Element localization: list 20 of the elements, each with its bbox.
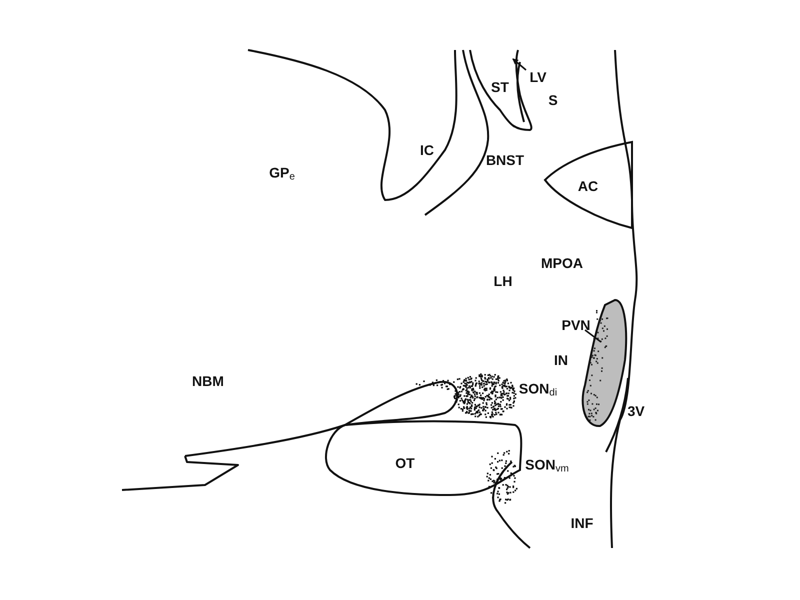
region-label: NBM — [192, 373, 224, 389]
region-label: 3V — [627, 403, 645, 419]
region-label: SON$_{vm}$ — [525, 456, 569, 476]
brain-region — [543, 140, 635, 232]
region-label: INF — [570, 515, 594, 531]
leader-arrow — [512, 58, 527, 71]
region-label: IC — [420, 142, 434, 158]
region-label: GP$_{e}$ — [269, 164, 295, 184]
region-label: S — [548, 92, 558, 108]
region-label: BNST — [486, 152, 524, 168]
region-label: MPOA — [541, 255, 583, 271]
region-label: OT — [395, 455, 415, 471]
region-label: PVN — [562, 317, 590, 333]
region-label: AC — [578, 178, 598, 194]
region-label: LH — [494, 273, 512, 289]
region-label: ST — [491, 79, 509, 95]
region-label: LV — [530, 69, 546, 85]
leader-line — [584, 329, 602, 343]
region-label: IN — [554, 352, 568, 368]
region-label: SON$_{di}$ — [518, 380, 558, 400]
